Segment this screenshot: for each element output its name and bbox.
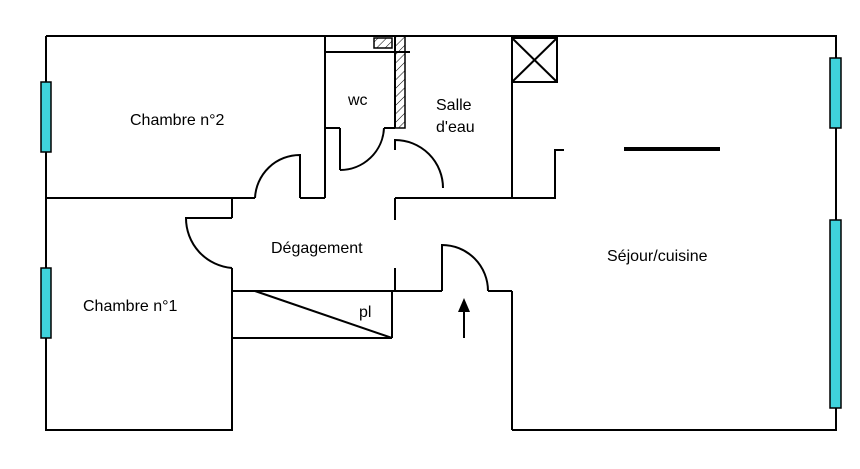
crossed-box-icon [511,37,558,83]
label-wc: wc [347,92,368,109]
label-degagement: Dégagement [271,240,363,257]
outer-walls [45,35,837,431]
label-placard: pl [359,304,371,321]
window-left-top [40,81,52,153]
windows [40,57,842,409]
label-salle-deau-1: Salle [436,97,472,114]
duct-small [373,37,393,49]
label-sejour-cuisine: Séjour/cuisine [607,248,708,265]
window-left-bottom [40,267,52,339]
label-chambre-1: Chambre n°1 [83,298,178,315]
doors [184,127,489,292]
label-salle-deau-2: d'eau [436,119,475,136]
window-right-top [829,57,842,129]
up-arrow-icon [458,298,470,338]
interior-walls [46,36,564,430]
duct-strip [394,35,406,129]
label-chambre-2: Chambre n°2 [130,112,225,129]
window-right-bottom [829,219,842,409]
